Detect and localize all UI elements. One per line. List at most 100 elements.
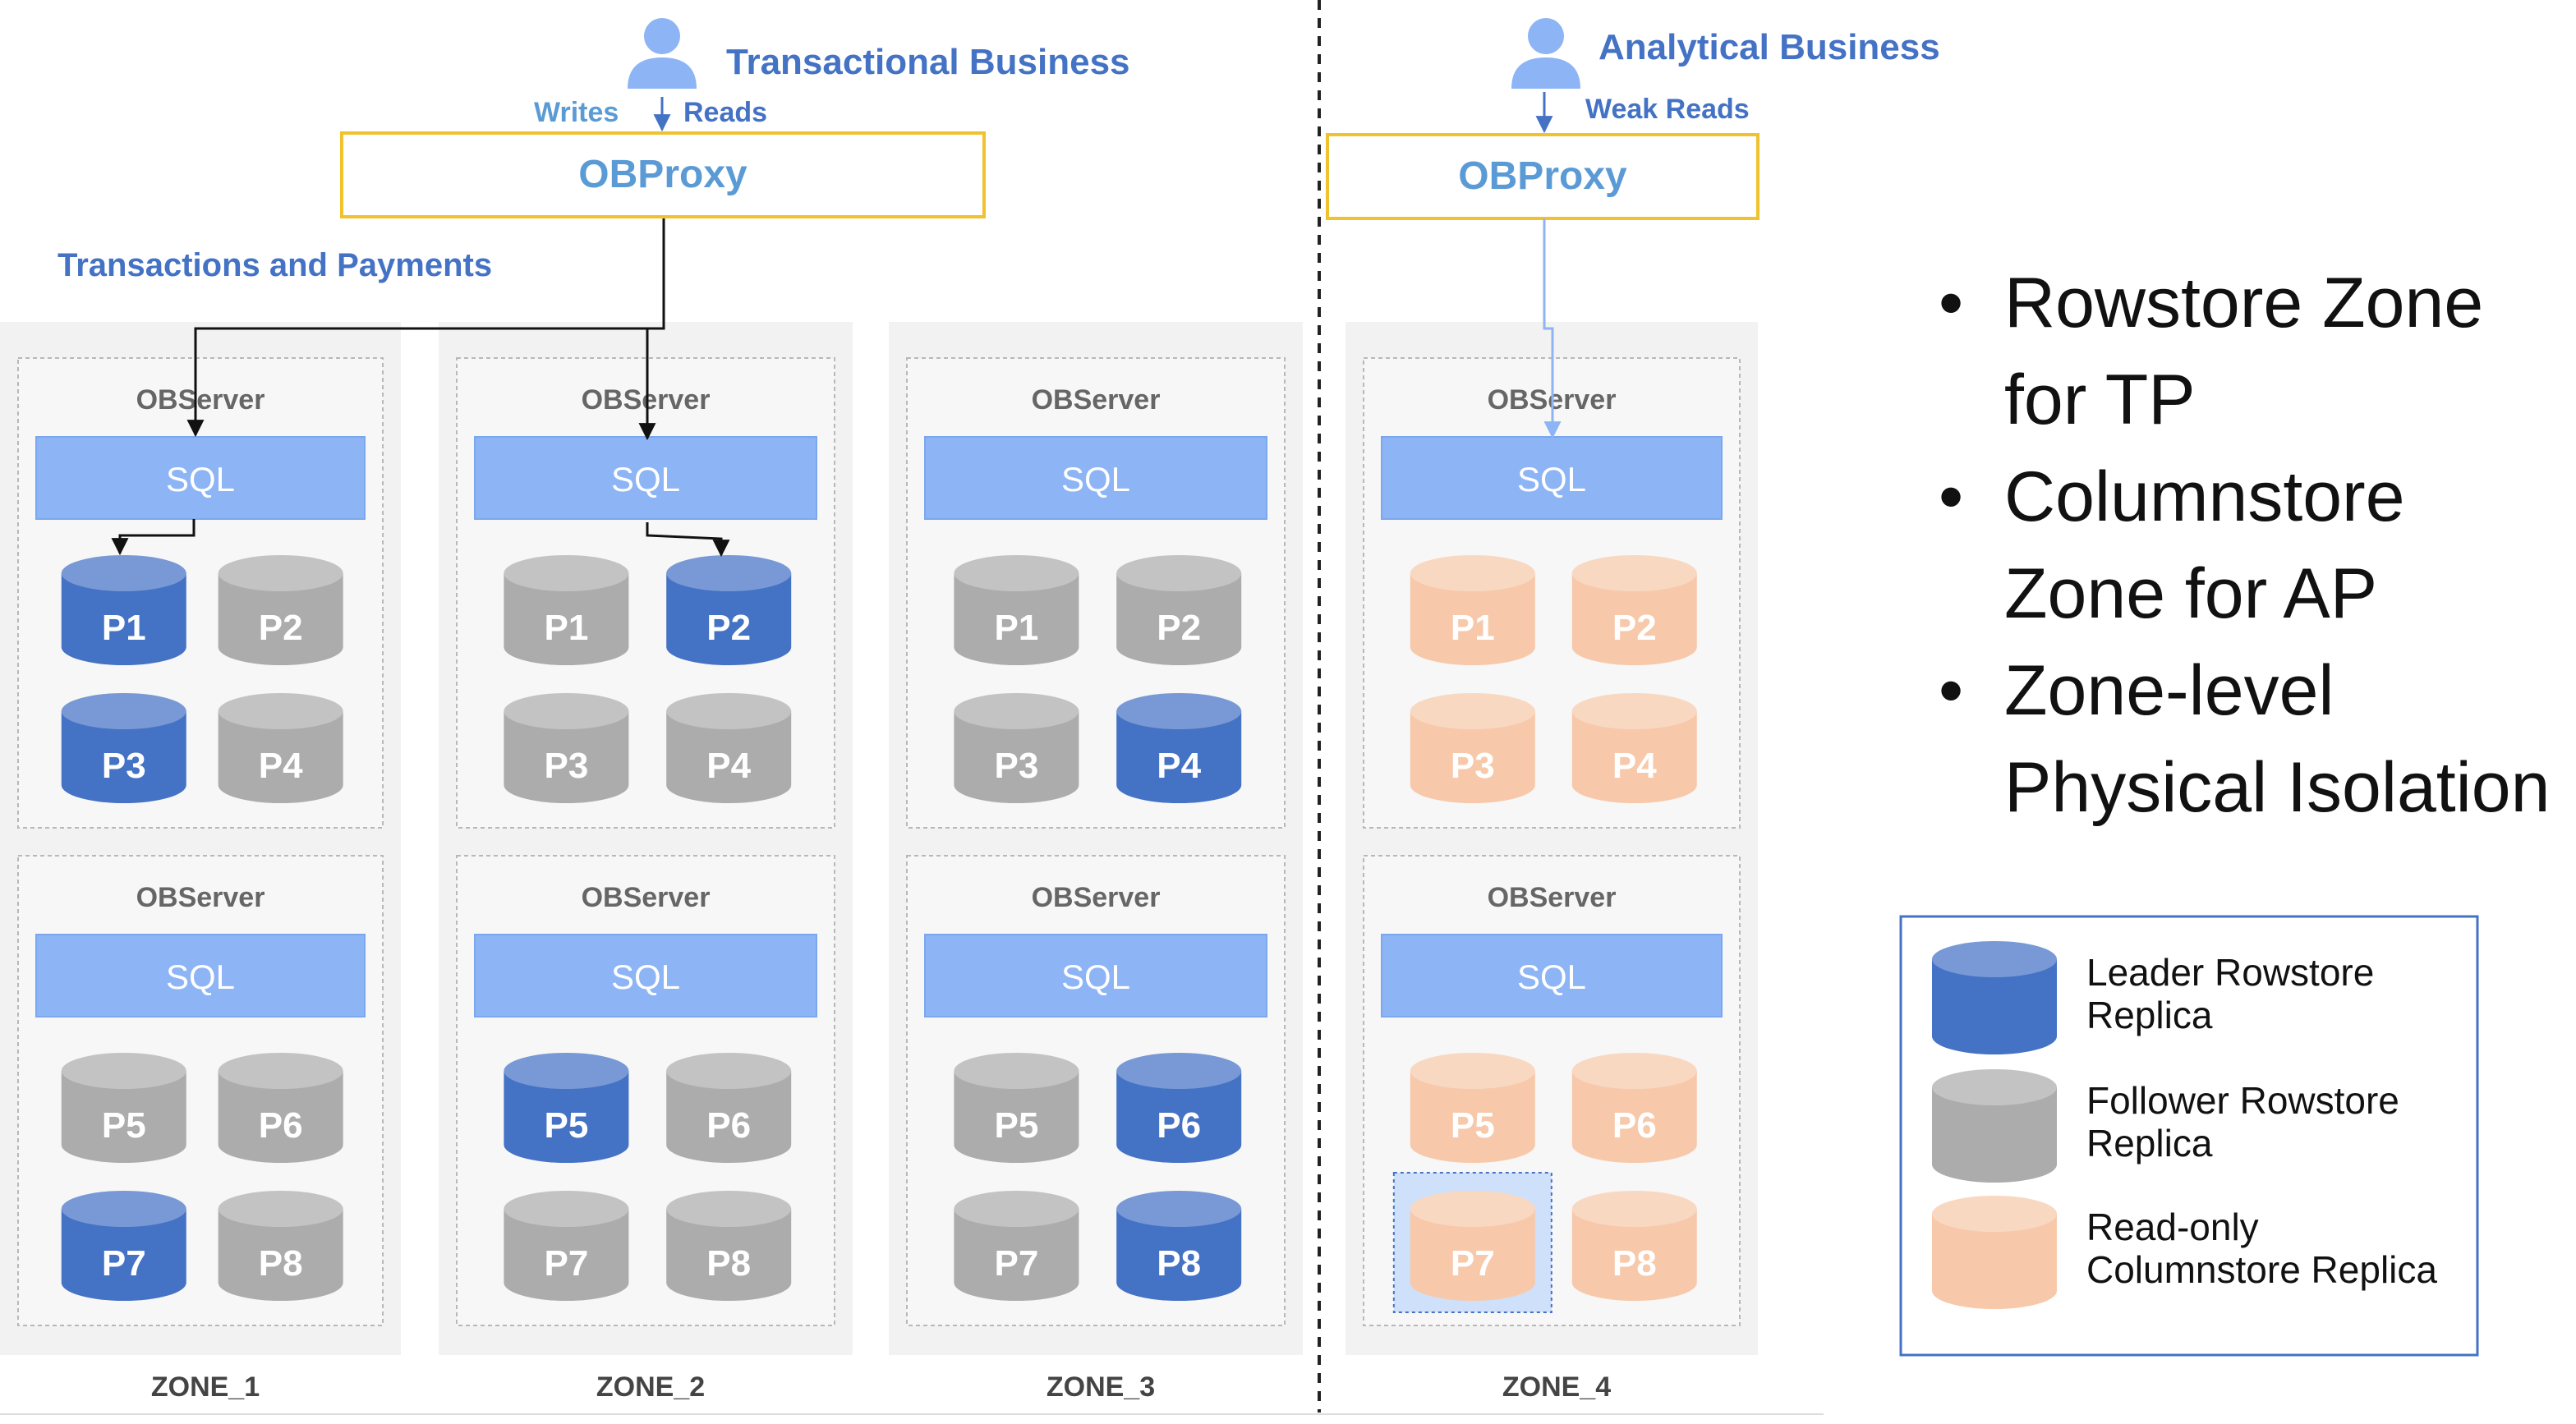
- sql-layer: [474, 934, 817, 1017]
- legend-swatch-follower: [1932, 1069, 2057, 1183]
- tp-reads-label: Reads: [683, 97, 767, 128]
- partition-label: P4: [1612, 746, 1657, 786]
- replica-leader: P1: [61, 555, 186, 665]
- legend-text: Read-only: [2086, 1206, 2259, 1248]
- zone-label: ZONE_2: [596, 1371, 705, 1403]
- partition-label: P8: [1157, 1243, 1201, 1284]
- replica-follower: P3: [954, 693, 1079, 804]
- sql-label: SQL: [611, 460, 680, 498]
- replica-leader: P3: [61, 693, 186, 803]
- partition-label: P6: [706, 1105, 751, 1146]
- partition-label: P7: [102, 1243, 146, 1284]
- partition-label: P5: [544, 1105, 588, 1146]
- replica-columnstore: P2: [1571, 555, 1697, 666]
- legend-swatch-columnstore: [1932, 1196, 2057, 1309]
- zone-label: ZONE_4: [1502, 1371, 1611, 1403]
- observer-label: OBServer: [1488, 882, 1617, 913]
- partition-label: P3: [102, 746, 146, 786]
- ap-obproxy-label: OBProxy: [1458, 154, 1627, 198]
- replica-columnstore: P6: [1571, 1053, 1697, 1164]
- replica-follower: P5: [61, 1053, 186, 1163]
- replica-follower: P7: [954, 1191, 1079, 1301]
- tp-user-icon: [628, 18, 697, 89]
- observer-label: OBServer: [136, 384, 265, 416]
- sql-layer: [1381, 934, 1723, 1017]
- sql-layer: [474, 436, 817, 520]
- sql-label: SQL: [1061, 958, 1130, 996]
- sql-label: SQL: [1517, 958, 1586, 996]
- partition-label: P5: [1451, 1105, 1495, 1146]
- sql-label: SQL: [611, 958, 680, 996]
- replica-follower: P6: [666, 1053, 792, 1164]
- partition-label: P2: [1612, 608, 1657, 648]
- ap-weak-reads-label: Weak Reads: [1585, 94, 1750, 125]
- legend-text: Replica: [2086, 994, 2213, 1036]
- legend-text: Columnstore Replica: [2086, 1248, 2437, 1291]
- key-points-list: •Rowstore Zone for TP •Columnstore Zone …: [1930, 255, 2571, 836]
- tp-note-label: Transactions and Payments: [58, 247, 492, 283]
- replica-columnstore: P1: [1410, 555, 1535, 666]
- legend-text: Follower Rowstore: [2086, 1079, 2399, 1122]
- tp-title: Transactional Business: [726, 42, 1130, 82]
- partition-label: P1: [544, 608, 588, 648]
- tp-route-zone1: [186, 218, 665, 438]
- legend-text: Replica: [2086, 1122, 2213, 1164]
- partition-label: P6: [1157, 1105, 1201, 1146]
- sql-layer: [924, 934, 1267, 1017]
- replica-follower: P6: [218, 1053, 343, 1164]
- replica-follower: P5: [954, 1053, 1079, 1164]
- ap-title: Analytical Business: [1598, 27, 1940, 67]
- key-point: •Columnstore Zone for AP: [1939, 457, 2405, 633]
- sql-label: SQL: [166, 460, 235, 498]
- sql-layer: [1381, 436, 1723, 520]
- replica-leader: P5: [504, 1053, 629, 1164]
- zone-label: ZONE_1: [151, 1371, 260, 1403]
- replica-follower: P3: [504, 693, 629, 804]
- partition-label: P4: [706, 746, 751, 786]
- replica-columnstore: P8: [1571, 1191, 1697, 1301]
- sql-layer: [924, 436, 1267, 520]
- sql-label: SQL: [166, 958, 235, 996]
- legend-text: Leader Rowstore: [2086, 951, 2374, 994]
- partition-label: P7: [1451, 1243, 1495, 1284]
- partition-label: P3: [994, 746, 1038, 786]
- replica-follower: P4: [666, 693, 792, 804]
- sql-to-leader-z2: [646, 522, 730, 558]
- sql-to-leader-z1: [111, 519, 196, 556]
- tp-obproxy-box: [340, 131, 986, 218]
- replica-leader: P7: [61, 1191, 186, 1301]
- replica-columnstore: P5: [1410, 1053, 1535, 1164]
- partition-label: P5: [102, 1105, 146, 1146]
- ap-user-icon: [1511, 18, 1580, 89]
- partition-label: P4: [1157, 746, 1201, 786]
- legend-swatch-leader: [1932, 941, 2057, 1054]
- replica-follower: P2: [1116, 555, 1242, 666]
- zone-label: ZONE_3: [1046, 1371, 1155, 1403]
- partition-label: P8: [259, 1243, 303, 1284]
- replica-leader: P8: [1116, 1191, 1242, 1301]
- tp-writes-label: Writes: [534, 97, 619, 128]
- replica-follower: P4: [218, 693, 343, 804]
- replica-follower: P8: [218, 1191, 343, 1301]
- ap-route-zone4: [1543, 218, 1562, 439]
- replica-follower: P7: [504, 1191, 629, 1301]
- partition-label: P3: [1451, 746, 1495, 786]
- observer-label: OBServer: [1032, 882, 1161, 913]
- sql-label: SQL: [1517, 460, 1586, 498]
- partition-label: P1: [994, 608, 1038, 648]
